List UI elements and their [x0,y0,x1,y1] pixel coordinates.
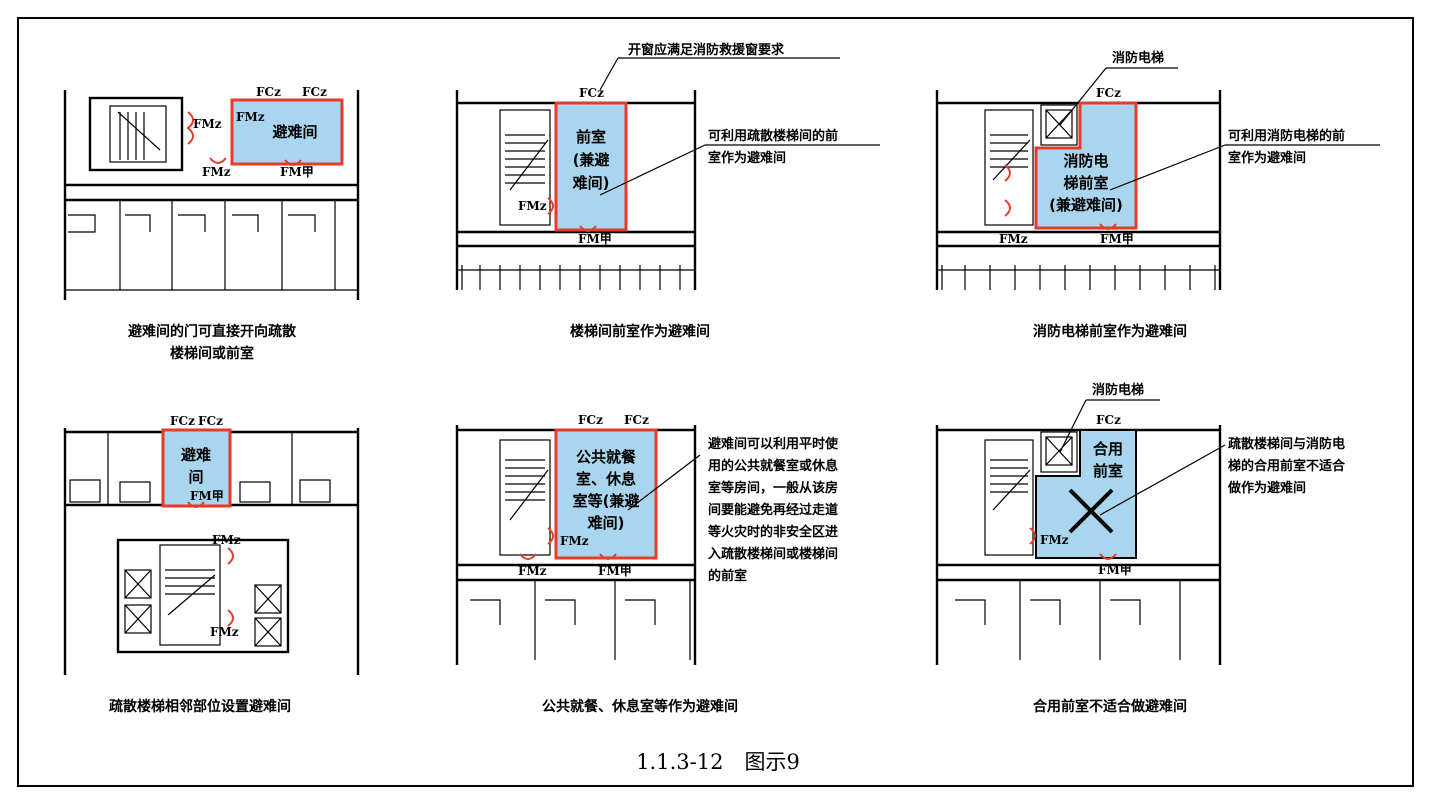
p1-caption-line2: 楼梯间或前室 [170,345,254,362]
p5-room-label4: 难间) [587,514,625,532]
p5-note-3: 室等房间，一般从该房 [708,480,838,496]
p6-room-label2: 前室 [1093,462,1123,480]
p6-note-3: 做作为避难间 [1227,480,1306,496]
p2-room-label3: 难间) [572,174,610,192]
p2-note-top: 开窗应满足消防救援窗要求 [628,42,785,58]
p1-door-fm2: FMz [236,110,265,124]
p1-door-fm1: FMz [193,117,222,131]
p2-door-fmj: FM甲 [578,232,612,246]
panel-2: 前室 (兼避 难间) FCz FMz FM甲 开窗应满足消防救援窗要求 可利用疏… [455,42,880,340]
p4-door-fc2: FCz [198,414,223,428]
p6-door-fmj: FM甲 [1098,563,1132,577]
figure-frame [17,17,1414,787]
p2-note-side1: 可利用疏散楼梯间的前 [708,128,838,144]
p4-door-fmz1: FMz [212,533,241,547]
panel-1: 避难间 FCz FCz FMz FMz FMz FM甲 避难间的门可直接开向疏散… [63,85,360,362]
p2-note-side2: 室作为避难间 [708,150,786,166]
p1-door-fm3: FMz [202,165,231,179]
p3-caption: 消防电梯前室作为避难间 [1033,323,1187,340]
p5-room-label3: 室等(兼避 [573,492,640,510]
p5-door-fmz1: FMz [560,534,589,548]
p4-door-fc1: FCz [170,414,195,428]
panel-6: 合用 前室 FCz FMz FM甲 消防电梯 疏散楼梯间与消防电 梯的合用前室不… [935,382,1346,715]
p1-caption-line1: 避难间的门可直接开向疏散 [128,323,297,340]
p5-note-6: 入疏散楼梯间或楼梯间 [708,546,838,562]
panel-5: 公共就餐 室、休息 室等(兼避 难间) FCz FCz FMz FMz FM甲 … [455,413,839,715]
p5-note-4: 间要能避免再经过走道 [708,502,838,518]
panel-3: 消防电 梯前室 (兼避难间) FCz FMz FM甲 消防电梯 可利用消防电梯的… [935,50,1380,340]
p3-note-side1: 可利用消防电梯的前 [1228,128,1345,144]
p6-door-fc: FCz [1096,413,1121,427]
p3-note-top: 消防电梯 [1112,50,1164,66]
p5-note-2: 用的公共就餐室或休息 [707,458,838,474]
p6-room-label1: 合用 [1092,440,1123,458]
p5-door-fc2: FCz [624,413,649,427]
p6-caption: 合用前室不适合做避难间 [1033,698,1187,715]
p4-room-label1: 避难 [181,446,211,464]
p5-room-label1: 公共就餐 [576,448,637,466]
p4-door-fmz2: FMz [210,625,239,639]
p5-note-1: 避难间可以利用平时使 [708,436,839,452]
p2-caption: 楼梯间前室作为避难间 [570,323,710,340]
p6-note-top: 消防电梯 [1092,382,1144,398]
p3-room-label2: 梯前室 [1063,174,1108,192]
p2-door-fmz: FMz [518,199,547,213]
p6-note-1: 疏散楼梯间与消防电 [1228,436,1345,452]
panel-4: 避难 间 FCz FCz FM甲 FMz FMz 疏散楼梯相邻部位设置避难间 [63,414,360,715]
p1-door-fm4: FM甲 [280,165,314,179]
p1-door-fc1: FCz [256,85,281,99]
p3-door-fc: FCz [1096,86,1121,100]
p3-door-fmz: FMz [999,232,1028,246]
figure-title: 1.1.3-12 图示9 [636,750,800,774]
p4-door-fmj: FM甲 [190,489,224,503]
p5-room-label2: 室、休息 [576,470,636,488]
not-suitable-cross-2 [1068,488,1114,534]
p5-note-5: 等火灾时的非安全区进 [707,524,838,540]
p2-room-label2: (兼避 [573,151,610,169]
p2-door-fc: FCz [579,86,604,100]
p3-door-fmj: FM甲 [1100,232,1134,246]
p5-door-fmz2: FMz [518,564,547,578]
p4-caption: 疏散楼梯相邻部位设置避难间 [109,698,291,715]
p1-room-label: 避难间 [272,123,317,141]
p3-room-label1: 消防电 [1063,152,1108,170]
p1-door-fc2: FCz [302,85,327,99]
p2-room-label1: 前室 [576,128,606,146]
p4-room-label2: 间 [188,468,203,486]
p5-caption: 公共就餐、休息室等作为避难间 [542,698,738,715]
p5-note-7: 的前室 [708,568,747,584]
p3-room-label3: (兼避难间) [1049,196,1123,214]
p3-note-side2: 室作为避难间 [1228,150,1306,166]
p5-door-fmj: FM甲 [598,564,632,578]
p6-note-2: 梯的合用前室不适合 [1228,458,1346,474]
p6-door-fmz: FMz [1040,533,1069,547]
p5-door-fc1: FCz [578,413,603,427]
